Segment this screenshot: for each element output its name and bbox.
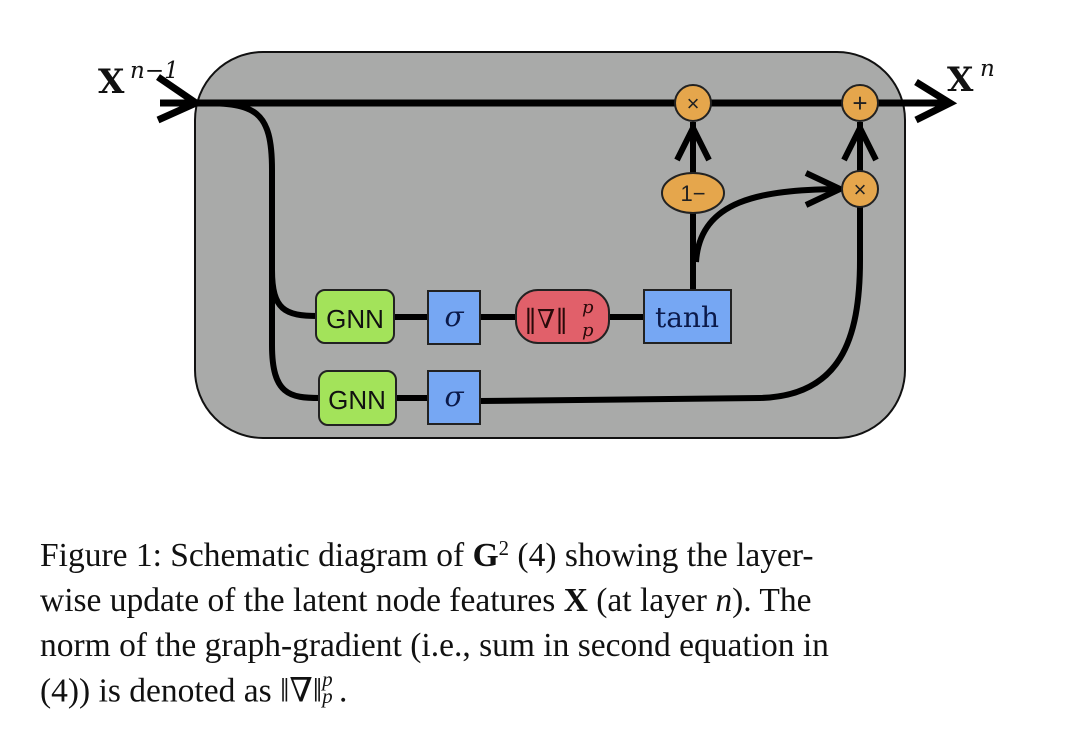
caption-norm-subscript: p	[322, 685, 333, 709]
caption-text: (at layer	[587, 582, 716, 619]
tanh-label: tanh	[655, 301, 719, 334]
tanh-mult-arrowhead-icon	[804, 170, 848, 208]
norm-block: ‖∇‖ p p	[515, 289, 610, 344]
branch-to-gnn1-line	[269, 269, 319, 319]
multiply-icon: ×	[854, 177, 867, 202]
one-minus-label: 1−	[680, 181, 705, 206]
norm-label: ‖∇‖	[524, 305, 568, 335]
sigma-label: σ	[444, 300, 464, 333]
mult-top-node: ×	[674, 84, 712, 122]
caption-superscript: 2	[498, 536, 510, 560]
gnn-block-1: GNN	[315, 289, 395, 344]
mult-right-node: ×	[841, 170, 879, 208]
sigma-label: σ	[444, 380, 464, 413]
caption-text: .	[338, 672, 348, 710]
tanh-block: tanh	[643, 289, 732, 344]
caption-variable-n: n	[715, 582, 733, 619]
input-arrowhead-icon	[156, 74, 204, 124]
gnn-label: GNN	[326, 304, 384, 334]
add-node: +	[841, 84, 879, 122]
caption-norm-superscript: p	[322, 667, 333, 691]
gnn-label: GNN	[328, 385, 386, 415]
norm-subscript: p	[582, 320, 594, 341]
caption-text: wise update of the latent node features	[40, 582, 564, 619]
sigma2-to-mult-line	[479, 206, 863, 404]
one-minus-arrowhead-icon	[674, 121, 712, 162]
one-minus-node: 1−	[661, 172, 725, 214]
caption-symbol-x: X	[563, 582, 588, 619]
caption-text: (4) showing the layer-	[509, 537, 814, 574]
caption-symbol-g: G	[472, 537, 499, 574]
gnn-block-2: GNN	[318, 370, 397, 426]
caption-text: (4)) is denoted as	[40, 672, 281, 710]
figure-caption: Figure 1: Schematic diagram of G2 (4) sh…	[40, 533, 1040, 714]
caption-line-3: norm of the graph-gradient (i.e., sum in…	[40, 627, 829, 664]
tanh-to-mult-right-line	[693, 186, 839, 263]
caption-text: Figure 1: Schematic diagram of	[40, 537, 473, 574]
output-label: X	[947, 60, 974, 100]
caption-line-2: wise update of the latent node features …	[40, 578, 1040, 623]
caption-line-1: Figure 1: Schematic diagram of G2 (4) sh…	[40, 533, 1040, 578]
plus-icon: +	[852, 88, 867, 118]
layer-panel	[194, 51, 906, 439]
caption-text: ). The	[732, 582, 812, 619]
norm-superscript: p	[582, 297, 594, 318]
sigma-block-1: σ	[427, 290, 481, 345]
output-arrowhead-icon	[914, 79, 958, 124]
branch-line	[199, 100, 321, 401]
caption-norm-symbol: ‖∇‖	[280, 672, 323, 710]
sigma-block-2: σ	[427, 370, 481, 425]
mult-add-arrowhead-icon	[841, 121, 879, 162]
input-label-superscript: n−1	[130, 58, 179, 84]
g2-schematic-diagram: × + × 1− GNN σ ‖∇‖ p p tanh GNN σ	[98, 51, 995, 439]
input-label: X	[98, 62, 125, 102]
multiply-icon: ×	[687, 91, 700, 116]
output-label-superscript: n	[980, 56, 995, 82]
